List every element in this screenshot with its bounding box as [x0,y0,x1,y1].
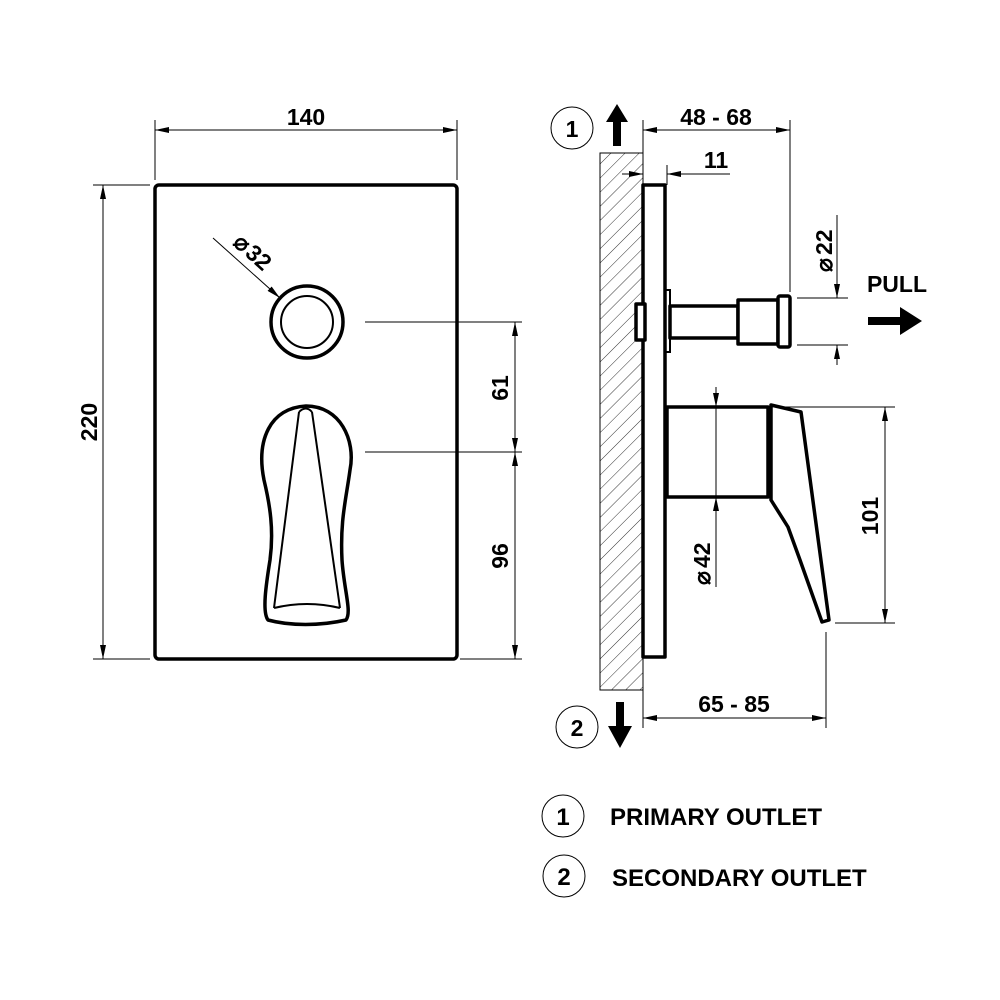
handle-height-label: 101 [857,497,883,536]
body-diameter-symbol: ⌀ [689,571,715,585]
pull-label: PULL [867,271,927,297]
outlet-marker-2: 2 [555,702,632,749]
arrow-right-icon [868,307,922,335]
pull-diameter-symbol: ⌀ [811,258,837,272]
handle-projection-label: 65 - 85 [698,691,770,717]
front-view: 140 220 ⌀ 32 [76,104,522,661]
arrow-up-icon [606,104,628,146]
svg-text:2: 2 [557,864,570,891]
pull-diverter-side [634,289,792,353]
handle-projection-dimension: 65 - 85 [642,632,827,728]
outlet-marker-1: 1 [550,104,628,150]
valve-body-side [665,403,831,624]
svg-text:1: 1 [556,804,569,831]
height-dim-label: 220 [76,403,102,441]
height-dimension: 220 [76,184,150,660]
lever-handle-front [260,404,353,627]
legend: 1 PRIMARY OUTLET 2 SECONDARY OUTLET [541,794,867,898]
side-view: 48 - 68 11 ⌀ 22 PULL [550,104,927,749]
legend-item-primary: 1 PRIMARY OUTLET [541,794,822,838]
plate-side [641,183,667,659]
legend-label: SECONDARY OUTLET [612,865,867,892]
pull-diameter-label: 22 [811,229,837,255]
legend-label: PRIMARY OUTLET [610,804,822,831]
body-diameter-label: 42 [689,542,715,568]
pull-diameter-dimension: ⌀ 22 [797,215,848,365]
dim-61-label: 61 [487,375,513,401]
body-diameter-dimension: ⌀ 42 [689,387,719,587]
dim-96-label: 96 [487,543,513,569]
legend-item-secondary: 2 SECONDARY OUTLET [542,854,867,898]
width-dim-label: 140 [287,104,325,130]
handle-height-dimension: 101 [775,406,895,624]
svg-text:2: 2 [571,715,584,741]
plate-thickness-label: 11 [704,147,729,173]
vertical-dimensions: 61 96 [365,321,522,660]
svg-text:1: 1 [566,116,579,142]
wall-section [599,152,644,691]
pull-indicator: PULL [867,271,927,335]
projection-dim-label: 48 - 68 [680,104,752,130]
plate-thickness-dimension: 11 [622,147,730,185]
arrow-down-icon [608,702,632,748]
width-dimension: 140 [154,104,458,180]
